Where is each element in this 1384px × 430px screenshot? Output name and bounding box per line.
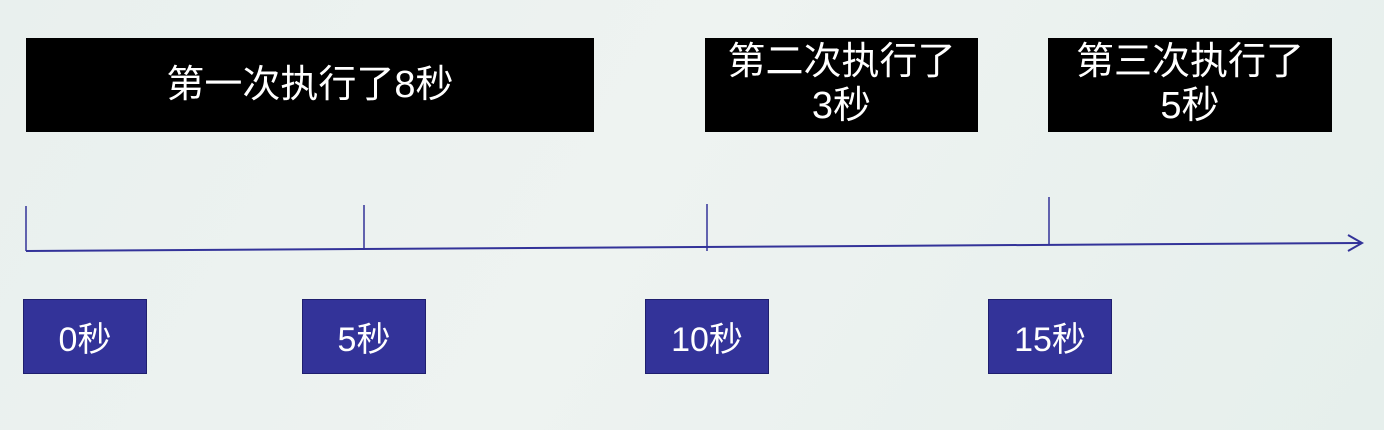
execution-block-third: 第三次执行了 5秒 bbox=[1048, 38, 1332, 132]
time-label-10-text: 10秒 bbox=[671, 321, 743, 359]
execution-label-third-line2: 5秒 bbox=[1160, 85, 1220, 127]
execution-block-first: 第一次执行了8秒 bbox=[26, 38, 594, 132]
time-label-0: 0秒 bbox=[23, 299, 147, 374]
execution-label-first: 第一次执行了8秒 bbox=[166, 64, 454, 106]
time-label-15: 15秒 bbox=[988, 299, 1112, 374]
execution-label-second-line1: 第二次执行了 bbox=[727, 41, 956, 83]
time-label-15-text: 15秒 bbox=[1014, 321, 1086, 359]
timeline-axis-line bbox=[25, 242, 1361, 252]
time-label-0-text: 0秒 bbox=[58, 321, 112, 359]
execution-label-second-line2: 3秒 bbox=[811, 85, 872, 127]
execution-label-third-line1: 第三次执行了 bbox=[1075, 41, 1304, 83]
time-label-5: 5秒 bbox=[302, 299, 426, 374]
execution-block-second: 第二次执行了 3秒 bbox=[705, 38, 978, 132]
time-label-5-text: 5秒 bbox=[337, 321, 391, 359]
time-label-10: 10秒 bbox=[645, 299, 769, 374]
timeline-arrow-head bbox=[1347, 234, 1365, 252]
